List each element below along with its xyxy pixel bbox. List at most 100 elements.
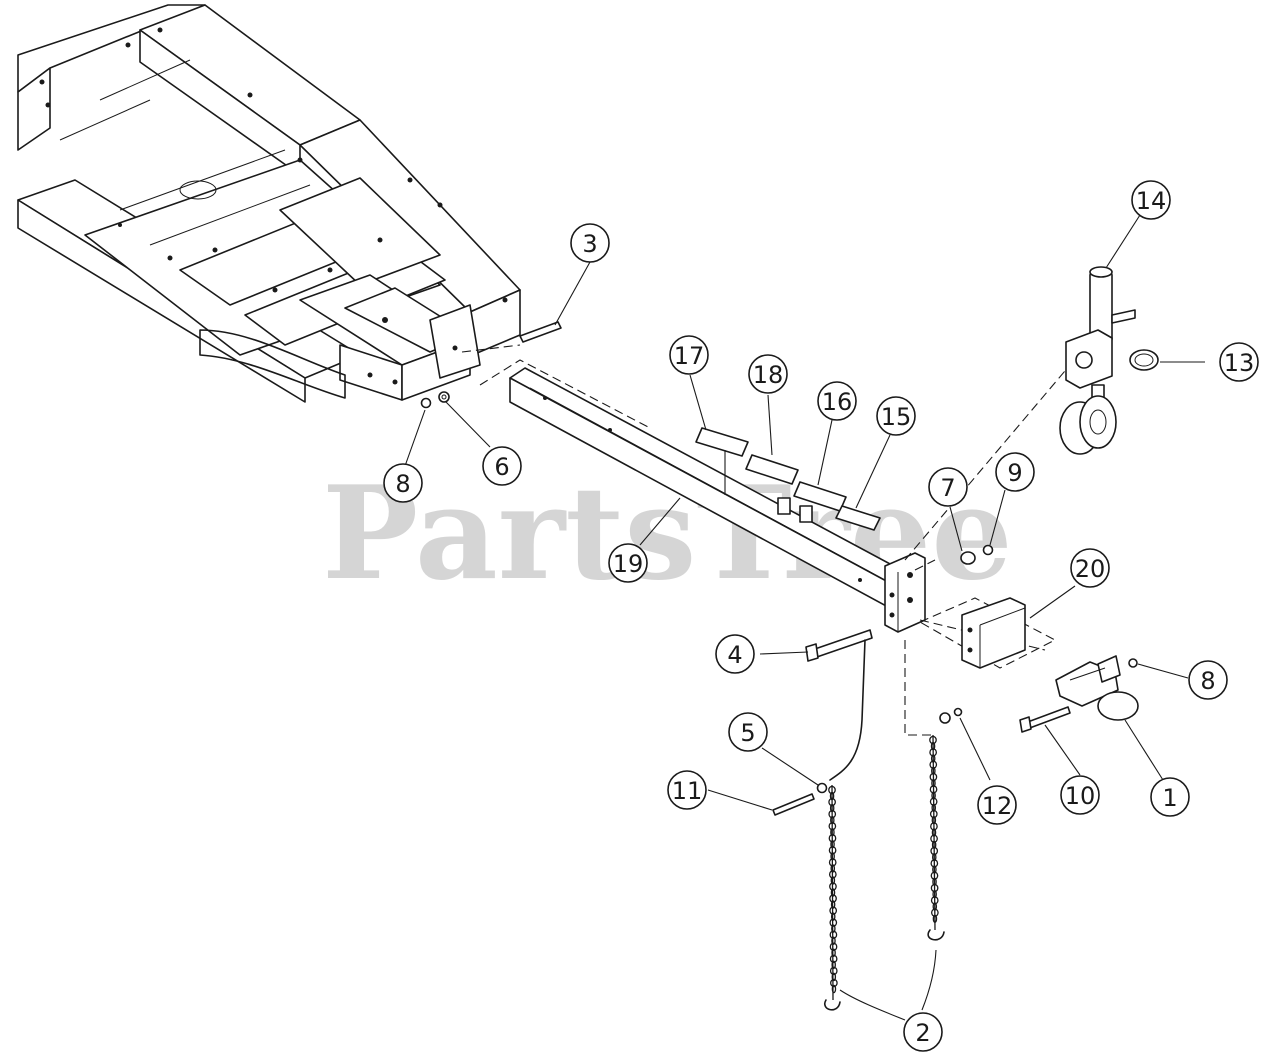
hitch-bracket-20 xyxy=(918,597,1057,669)
callout-11: 11 xyxy=(667,770,707,810)
callout-13: 13 xyxy=(1219,342,1259,382)
callout-15: 15 xyxy=(876,396,916,436)
chain-link xyxy=(830,900,836,909)
svg-text:20: 20 xyxy=(1075,555,1106,583)
svg-text:19: 19 xyxy=(613,550,644,578)
svg-text:4: 4 xyxy=(727,641,742,669)
chain-link xyxy=(929,785,938,794)
chain-link xyxy=(930,754,936,763)
chain-link xyxy=(929,772,938,782)
chain-link xyxy=(930,883,939,893)
chain-link xyxy=(932,852,937,862)
chain-link xyxy=(929,735,937,745)
callout-20: 20 xyxy=(1070,548,1110,588)
callouts: 1 2 3 4 5 6 7 8 8 9 10 11 12 13 14 15 16… xyxy=(383,180,1259,1052)
chain-link xyxy=(829,803,835,813)
decals xyxy=(695,427,881,531)
chain-link xyxy=(829,930,838,939)
chain-link xyxy=(930,859,939,868)
chain-link xyxy=(830,852,835,861)
svg-text:2: 2 xyxy=(915,1019,930,1047)
chain-link xyxy=(828,809,837,819)
callout-12: 12 xyxy=(977,785,1017,825)
chain-link xyxy=(828,821,837,831)
chain-link xyxy=(931,828,937,837)
chain-link xyxy=(932,914,938,924)
chain-link xyxy=(829,882,837,891)
chain-link xyxy=(829,791,835,801)
svg-text:13: 13 xyxy=(1224,349,1255,377)
leader-lines xyxy=(404,214,1205,1021)
callout-9: 9 xyxy=(995,452,1035,492)
chain-link xyxy=(830,888,836,897)
jack-stand-14 xyxy=(1059,266,1159,455)
svg-text:12: 12 xyxy=(982,792,1013,820)
chain-link xyxy=(932,902,938,911)
svg-text:6: 6 xyxy=(494,453,509,481)
decal-15 xyxy=(835,505,881,531)
chain-link xyxy=(931,766,936,776)
svg-text:8: 8 xyxy=(1200,667,1215,695)
callout-6: 6 xyxy=(482,446,522,486)
svg-text:3: 3 xyxy=(582,230,597,258)
decal-17 xyxy=(695,427,749,457)
svg-text:1: 1 xyxy=(1162,784,1177,812)
svg-text:9: 9 xyxy=(1007,459,1022,487)
chain-link xyxy=(829,942,838,952)
chain-link xyxy=(930,896,939,905)
chain-link xyxy=(828,858,837,867)
callout-18: 18 xyxy=(748,354,788,394)
chain-link xyxy=(930,846,939,856)
chain-link xyxy=(931,803,936,813)
chain-link xyxy=(830,815,835,825)
chain-link xyxy=(831,936,836,945)
chain-link xyxy=(929,809,938,819)
svg-text:8: 8 xyxy=(395,470,410,498)
chain-link xyxy=(932,889,937,899)
chain-link xyxy=(828,846,837,855)
chain-link xyxy=(930,822,938,831)
chain-link xyxy=(931,791,936,800)
chain-link xyxy=(931,840,937,850)
chain-link xyxy=(831,972,837,982)
chain-link xyxy=(831,960,836,970)
chain-link xyxy=(929,797,938,806)
chain-link xyxy=(930,741,936,751)
callout-10: 10 xyxy=(1060,775,1100,815)
chain-link xyxy=(830,912,836,921)
svg-text:11: 11 xyxy=(672,777,703,805)
callout-1: 1 xyxy=(1150,777,1190,817)
chain-link xyxy=(931,815,937,825)
chain-link xyxy=(932,877,937,887)
chain-link xyxy=(830,864,836,873)
chain-link xyxy=(828,833,837,843)
chain-link xyxy=(930,871,939,880)
callout-5: 5 xyxy=(728,712,768,752)
safety-chains xyxy=(824,639,945,1011)
chain-link xyxy=(830,827,835,837)
svg-text:5: 5 xyxy=(740,719,755,747)
chain-link xyxy=(829,918,838,927)
svg-text:15: 15 xyxy=(881,403,912,431)
chain-link xyxy=(932,865,937,874)
chain-link xyxy=(828,797,836,807)
chain-link xyxy=(931,778,936,788)
svg-text:7: 7 xyxy=(940,474,955,502)
chain-link xyxy=(929,748,937,757)
svg-text:16: 16 xyxy=(822,388,853,416)
callout-3: 3 xyxy=(570,223,610,263)
callout-19: 19 xyxy=(608,543,648,583)
hardware xyxy=(420,321,1138,816)
chain-link xyxy=(828,870,837,879)
chain-link xyxy=(829,954,838,964)
trailer-tongue xyxy=(509,367,926,633)
chain-link xyxy=(931,908,939,917)
callout-8-left: 8 xyxy=(383,463,423,503)
svg-text:18: 18 xyxy=(753,361,784,389)
chain-link xyxy=(829,966,838,976)
chain-link xyxy=(831,924,836,933)
chain-link xyxy=(830,978,838,988)
chain-link xyxy=(829,906,838,915)
hitch-coupler-1 xyxy=(1055,655,1139,721)
